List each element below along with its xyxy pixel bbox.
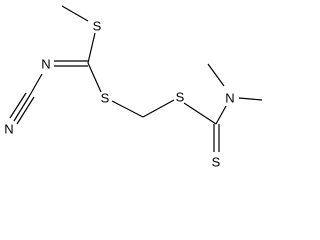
atom-n-imine: N (41, 57, 50, 72)
bond-methyl-s (61, 5, 89, 22)
bond-c-s-bridge-left (87, 62, 102, 93)
atom-n-dimethylamino: N (225, 91, 234, 106)
atom-s-methylthio: S (93, 19, 102, 34)
bond-s-c-thiocarbamoyl (183, 102, 217, 125)
bond-c-n-dimethyl (215, 105, 227, 125)
atom-s-bridge-right: S (176, 90, 185, 105)
atom-n-nitrile: N (4, 122, 13, 137)
bond-triple-2 (16, 96, 35, 125)
bond-n-methyl-right (238, 97, 263, 101)
bond-s-ch2 (111, 100, 144, 118)
bond-ch2-s (142, 99, 175, 118)
bond-triple-3 (9, 92, 27, 119)
atom-s-thione: S (212, 155, 221, 170)
atom-s-bridge-left: S (101, 91, 110, 106)
molecule-structure: S N N S S N S (4, 5, 263, 170)
bond-triple-1 (13, 94, 31, 122)
bond-n-c-nitrile (29, 73, 43, 96)
bond-s-c-methylthio (87, 32, 96, 64)
bond-n-methyl-upper (207, 63, 225, 87)
